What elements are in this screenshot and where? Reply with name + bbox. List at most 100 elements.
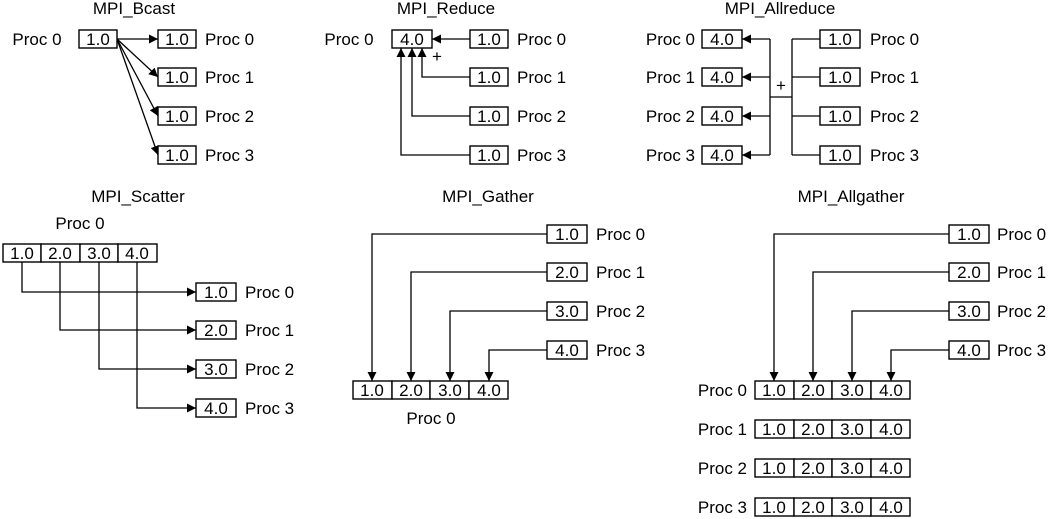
reduce-src-box-3 [469,145,509,165]
gather-arrow-1 [406,271,547,381]
bcast-dest-value-2: 1.0 [165,107,189,126]
scatter-dest-label-1: Proc 1 [245,321,294,340]
reduce-src-box-1 [469,67,509,87]
scatter-root-label: Proc 0 [55,214,104,233]
scatter-dest-label-3: Proc 3 [245,399,294,418]
allgather-row1-value-1: 2.0 [801,420,825,439]
allreduce-title: MPI_Allreduce [725,0,836,18]
allgather-row2-value-3: 4.0 [879,459,903,478]
bcast-dest-box-0 [157,29,197,49]
allgather-src-label-3: Proc 3 [997,341,1046,360]
gather-src-label-0: Proc 0 [596,225,645,244]
bcast-arrow-2 [116,38,159,117]
gather-arrow-0 [367,233,547,381]
bcast-dest-label-2: Proc 2 [205,107,254,126]
allgather-row-label-3: Proc 3 [698,498,747,517]
allgather-row0-cell-3 [870,380,911,400]
allgather-row3-value-1: 2.0 [801,498,825,517]
allgather-row0-value-0: 1.0 [762,381,786,400]
allgather-src-value-0: 1.0 [957,225,981,244]
gather-dest-cell-3 [468,380,509,400]
reduce-arrow-1 [417,48,470,78]
allgather-arrow-2 [847,310,949,381]
allreduce-src-value-3: 1.0 [828,146,852,165]
allgather-src-value-2: 3.0 [957,302,981,321]
bcast-dest-value-0: 1.0 [165,30,189,49]
reduce-src-label-3: Proc 3 [517,146,566,165]
bcast-root-label: Proc 0 [12,30,61,49]
allgather-row1-value-3: 4.0 [879,420,903,439]
allgather-row1-value-0: 1.0 [762,420,786,439]
gather-src-label-3: Proc 3 [596,341,645,360]
allreduce-src-value-1: 1.0 [828,68,852,87]
scatter-dest-value-2: 3.0 [204,360,228,379]
scatter-dest-label-0: Proc 0 [245,283,294,302]
allgather-src-value-1: 2.0 [957,263,981,282]
gather-dest-value-3: 4.0 [477,381,501,400]
allreduce-src-value-0: 1.0 [828,30,852,49]
gather-src-value-1: 2.0 [555,263,579,282]
reduce-src-value-3: 1.0 [477,146,501,165]
bcast-arrow-3 [116,38,160,156]
scatter-dest-value-1: 2.0 [204,321,228,340]
gather-dest-value-0: 1.0 [360,381,384,400]
scatter-arrow-0 [21,262,196,297]
scatter-dest-box-2 [195,359,237,379]
gather-arrow-3 [484,349,547,381]
scatter-dest-box-0 [195,282,237,302]
reduce-src-box-0 [469,29,509,49]
allgather-row2-value-1: 2.0 [801,459,825,478]
gather-title: MPI_Gather [442,187,534,206]
scatter-dest-box-3 [195,398,237,418]
gather-dest-value-1: 2.0 [399,381,423,400]
allreduce-src-box-2 [819,106,861,126]
allgather-row3-cell-3 [870,497,911,517]
gather-arrow-2 [445,310,547,381]
allreduce-dest-value-0: 4.0 [710,30,734,49]
scatter-arrow-3 [136,262,196,413]
allreduce-dest-label-2: Proc 2 [646,107,695,126]
allreduce-src-value-2: 1.0 [828,107,852,126]
allgather-row0-value-3: 4.0 [879,381,903,400]
reduce-arrow-3 [396,48,470,156]
bcast-arrow-1 [116,38,159,78]
bcast-dest-label-3: Proc 3 [205,146,254,165]
allgather-src-value-3: 4.0 [957,341,981,360]
scatter-dest-value-3: 4.0 [204,399,228,418]
reduce-panel: MPI_Reduce Proc 0 4.0 + 1.0 Proc 0 1.0 P… [324,0,566,165]
allreduce-dest-value-1: 4.0 [710,68,734,87]
allreduce-dest-label-3: Proc 3 [646,146,695,165]
allgather-row-label-1: Proc 1 [698,420,747,439]
allgather-row3-value-2: 3.0 [840,498,864,517]
gather-src-value-0: 1.0 [555,225,579,244]
allreduce-src-box-0 [819,29,861,49]
allreduce-panel: MPI_Allreduce Proc 0 4.0 Proc 1 4.0 Proc… [646,0,919,165]
reduce-arrow-2 [407,48,470,117]
allgather-row-label-0: Proc 0 [698,381,747,400]
reduce-src-value-0: 1.0 [477,30,501,49]
allgather-src-label-0: Proc 0 [997,225,1046,244]
reduce-src-label-2: Proc 2 [517,107,566,126]
allgather-row2-cell-3 [870,458,911,478]
scatter-panel: MPI_Scatter Proc 0 1.0 2.0 3.0 4.0 1.0 P… [2,187,294,418]
allgather-row3-value-0: 1.0 [762,498,786,517]
allgather-row0-value-1: 2.0 [801,381,825,400]
allreduce-src-box-1 [819,67,861,87]
scatter-src-value-3: 4.0 [125,244,149,263]
scatter-arrow-2 [98,262,196,374]
allgather-row-label-2: Proc 2 [698,459,747,478]
scatter-title: MPI_Scatter [91,187,185,206]
reduce-src-value-1: 1.0 [477,68,501,87]
allreduce-src-label-0: Proc 0 [870,30,919,49]
reduce-src-label-0: Proc 0 [517,30,566,49]
allgather-arrow-1 [808,271,949,381]
allreduce-src-label-1: Proc 1 [870,68,919,87]
allreduce-dest-value-2: 4.0 [710,107,734,126]
bcast-panel: MPI_Bcast Proc 0 1.0 1.0 Proc 0 1.0 Proc… [12,0,254,165]
allreduce-src-box-3 [819,145,861,165]
gather-panel: MPI_Gather 1.0 Proc 0 2.0 Proc 1 3.0 Pro… [352,187,645,428]
gather-dest-value-2: 3.0 [438,381,462,400]
bcast-dest-label-1: Proc 1 [205,68,254,87]
scatter-arrow-1 [59,262,196,335]
